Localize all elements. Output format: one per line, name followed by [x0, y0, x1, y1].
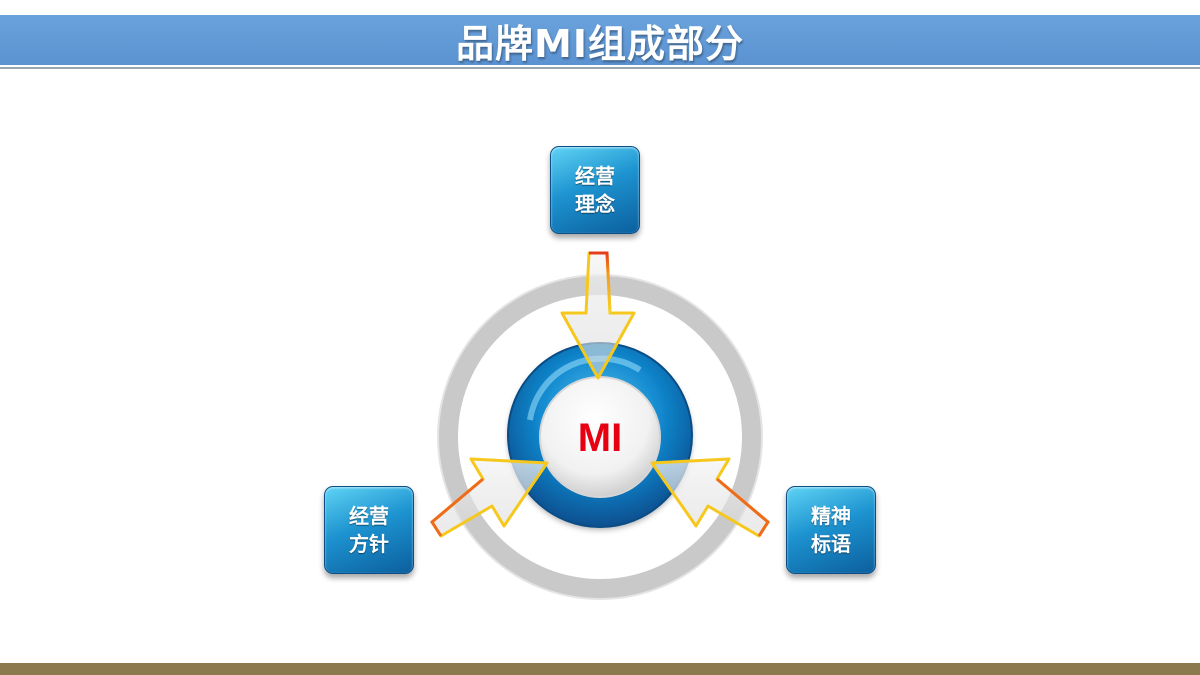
node-top-line1: 经营 — [575, 164, 615, 188]
title-bar: 品牌MI组成部分 — [0, 15, 1200, 66]
node-left-line2: 方针 — [349, 532, 389, 556]
center-label: MI — [578, 416, 622, 460]
arrow-right — [650, 457, 770, 538]
page-title: 品牌MI组成部分 — [456, 21, 744, 66]
node-right-line2: 标语 — [811, 532, 851, 556]
node-right-line1: 精神 — [811, 504, 851, 528]
node-left-line1: 经营 — [349, 504, 389, 528]
title-divider — [0, 67, 1200, 69]
node-left: 经营 方针 — [324, 486, 414, 574]
node-top-line2: 理念 — [575, 192, 615, 216]
node-top: 经营 理念 — [550, 146, 640, 234]
node-right: 精神 标语 — [786, 486, 876, 574]
arrow-top — [560, 251, 636, 380]
bottom-bar — [0, 663, 1200, 675]
arrow-left — [430, 457, 549, 538]
